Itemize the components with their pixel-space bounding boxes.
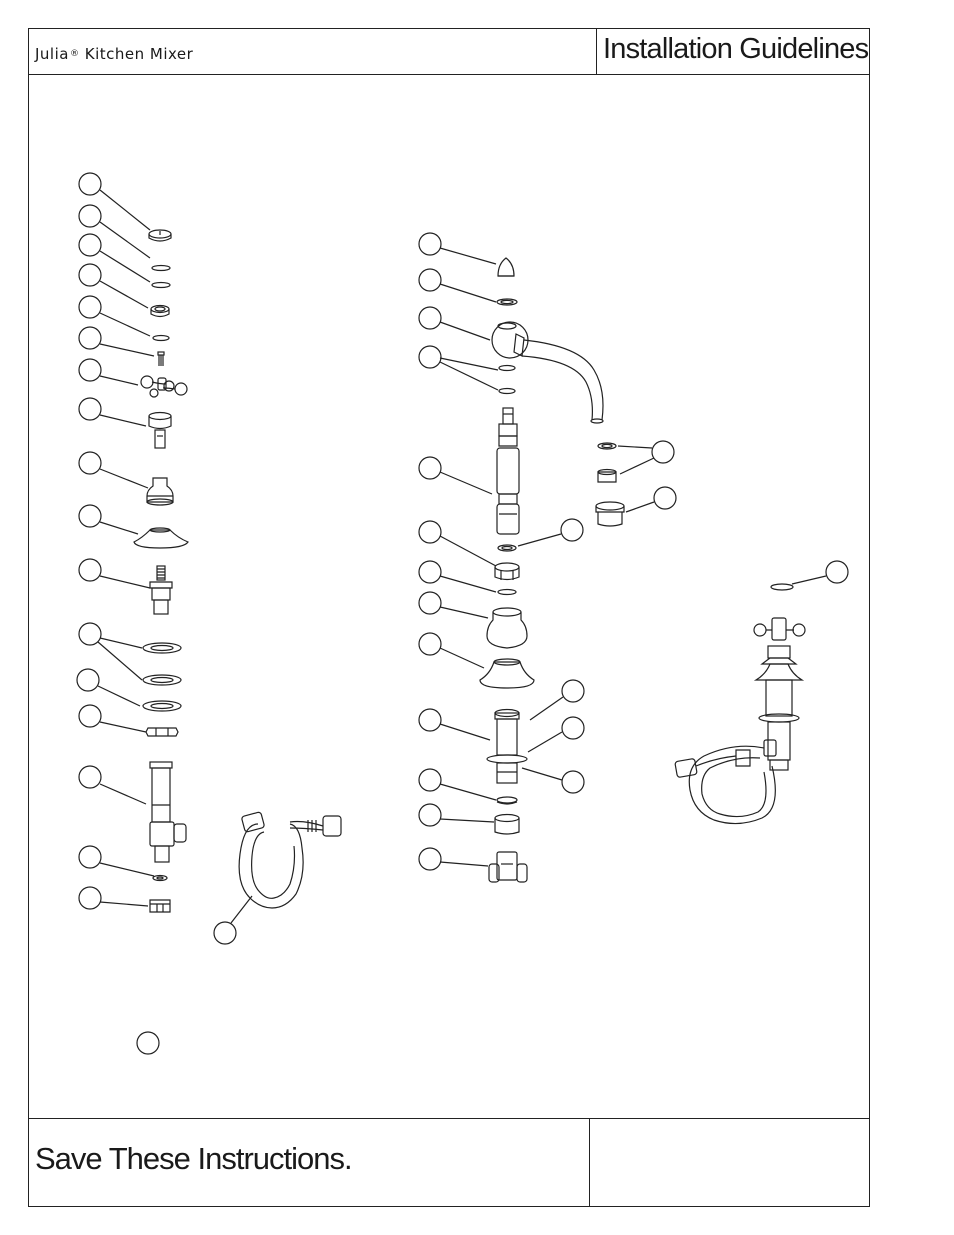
- callout-circle: [78, 263, 102, 287]
- callout-circle: [78, 233, 102, 257]
- callout-circle: [78, 558, 102, 582]
- o-ring: [497, 588, 517, 596]
- callout-circle: [78, 765, 102, 789]
- callout-circle: [78, 397, 102, 421]
- callout-circle: [418, 232, 442, 256]
- callout-circle: [213, 921, 237, 945]
- compression-nut: [149, 899, 171, 913]
- callout-circle: [78, 451, 102, 475]
- callout-circle: [78, 172, 102, 196]
- middle-shroud: [486, 607, 528, 649]
- middle-nut-2: [494, 813, 520, 835]
- header-title-box: Installation Guidelines: [596, 28, 870, 75]
- callout-circle: [418, 708, 442, 732]
- product-name-text: Julia: [35, 45, 69, 63]
- callout-circle: [78, 204, 102, 228]
- callout-circle: [651, 440, 675, 464]
- callout-circle: [418, 591, 442, 615]
- swivel-spout: [491, 321, 604, 424]
- callout-circle: [825, 560, 849, 584]
- callout-circle: [78, 845, 102, 869]
- left-callouts: [76, 172, 253, 1055]
- cap-part: [148, 229, 172, 242]
- o-ring: [498, 364, 516, 372]
- washers: [142, 642, 182, 712]
- callout-circle: [418, 632, 442, 656]
- middle-parts: [479, 257, 625, 883]
- assembled-valve: [753, 617, 806, 771]
- washer: [152, 334, 170, 342]
- small-ring: [152, 874, 168, 882]
- callout-circle: [78, 886, 102, 910]
- callout-circle: [78, 504, 102, 528]
- tee-connector: [488, 851, 528, 883]
- hex-nut: [145, 727, 179, 737]
- callout-circle: [418, 306, 442, 330]
- callout-circle: [561, 716, 585, 740]
- callout-circle: [76, 668, 100, 692]
- middle-callouts: [418, 232, 677, 871]
- callout-circle: [560, 518, 584, 542]
- callout-circle: [653, 486, 677, 510]
- callout-circle: [418, 456, 442, 480]
- callout-circle: [78, 326, 102, 350]
- footer-empty-box: [589, 1118, 870, 1207]
- cross-handle: [140, 375, 188, 398]
- registered-mark: ®: [69, 49, 80, 59]
- save-instructions-text: Save These Instructions.: [35, 1141, 353, 1176]
- flange: [133, 527, 189, 549]
- callout-circle: [418, 847, 442, 871]
- valve-body: [149, 761, 187, 863]
- callout-circle: [418, 268, 442, 292]
- right-assembly: [674, 560, 849, 825]
- callout-circle: [78, 622, 102, 646]
- flex-hose-left: [238, 811, 342, 909]
- middle-nut: [494, 562, 520, 581]
- cartridge: [149, 565, 173, 615]
- o-ring: [498, 387, 516, 395]
- callout-circle: [136, 1031, 160, 1055]
- document-title: Installation Guidelines: [603, 33, 869, 65]
- spout-cap: [497, 257, 515, 277]
- o-ring: [770, 583, 794, 591]
- callout-circle: [78, 295, 102, 319]
- callout-circle: [561, 770, 585, 794]
- callout-circle: [78, 704, 102, 728]
- flex-hose-right: [674, 745, 776, 825]
- o-ring: [151, 281, 171, 289]
- left-parts: [133, 229, 342, 913]
- product-name: Julia® Kitchen Mixer: [35, 45, 193, 63]
- spout-ring: [496, 298, 518, 306]
- product-name-suffix: Kitchen Mixer: [79, 45, 194, 63]
- handle-base: [148, 411, 172, 449]
- shroud: [146, 477, 174, 506]
- callout-circle: [418, 345, 442, 369]
- middle-flange: [479, 658, 535, 689]
- aerator-parts: [595, 442, 625, 527]
- spring-washer: [496, 796, 518, 805]
- spindle-body: [496, 407, 520, 535]
- callout-circle: [418, 520, 442, 544]
- callout-circle: [418, 803, 442, 827]
- middle-ring: [497, 544, 517, 552]
- callout-circle: [78, 358, 102, 382]
- callout-circle: [418, 560, 442, 584]
- screw: [157, 351, 165, 366]
- mounting-shank: [486, 708, 528, 784]
- o-ring: [151, 264, 171, 272]
- callout-circle: [561, 679, 585, 703]
- nut-part: [150, 304, 170, 318]
- callout-circle: [418, 768, 442, 792]
